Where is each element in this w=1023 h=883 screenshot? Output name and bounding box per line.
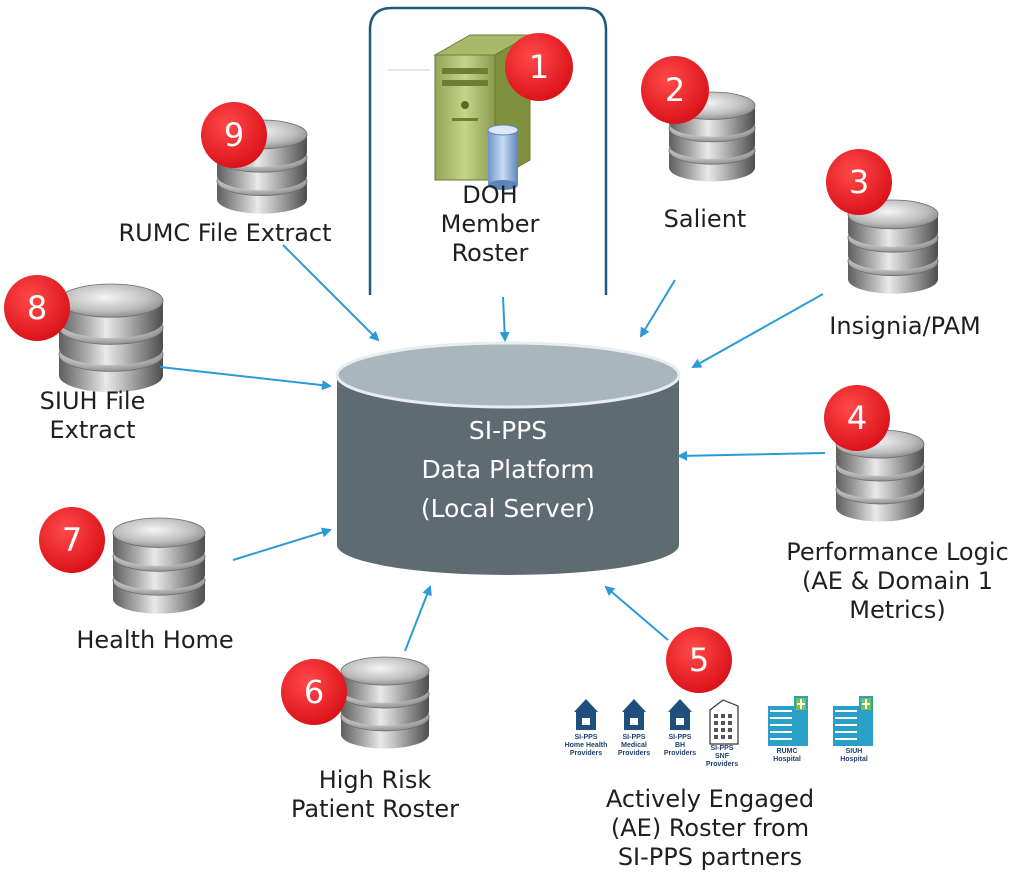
database-insignia-icon <box>847 199 939 294</box>
badge-9 <box>201 102 267 168</box>
arrow-perf-logic <box>677 450 826 461</box>
label-salient: Salient <box>663 205 747 233</box>
badge-7 <box>39 507 105 573</box>
badge-number-8: 8 <box>26 289 48 327</box>
partner-label-home-health: SI-PPS Home Health Providers <box>564 734 608 757</box>
badge-number-3: 3 <box>848 163 870 201</box>
arrow-high-risk <box>404 585 432 652</box>
database-high-risk-icon <box>340 656 430 749</box>
label-actively-engaged: Actively Engaged (AE) Roster from SI-PPS… <box>605 785 815 871</box>
label-siuh-file-extract: SIUH File Extract <box>39 387 146 444</box>
arrow-siuh <box>159 366 332 391</box>
arrow-salient <box>639 279 676 338</box>
arrow-health-home <box>232 527 332 561</box>
house-medical-icon <box>622 699 646 730</box>
partner-label-bh: SI-PPS BH Providers <box>663 734 697 757</box>
partner-label-snf: SI-PPS SNF Providers <box>705 745 739 768</box>
database-health-home-icon <box>112 517 206 614</box>
arrow-doh <box>499 296 510 342</box>
badge-1 <box>505 33 573 101</box>
arrow-insignia <box>691 293 824 368</box>
badge-number-6: 6 <box>303 673 325 711</box>
partner-label-rumc: RUMC Hospital <box>773 748 801 763</box>
doh-frame <box>368 6 608 295</box>
house-bh-icon <box>668 699 692 730</box>
partner-label-siuh: SIUH Hospital <box>840 748 868 763</box>
central-title-line-3: (Local Server) <box>420 494 596 523</box>
building-snf-icon <box>709 699 739 745</box>
badge-number-7: 7 <box>61 521 83 559</box>
central-database <box>335 341 681 575</box>
badge-6 <box>281 659 347 725</box>
arrow-ae-roster <box>604 585 669 641</box>
central-title-line-2: Data Platform <box>421 455 595 484</box>
badge-number-5: 5 <box>688 641 710 679</box>
label-performance-logic: Performance Logic (AE & Domain 1 Metrics… <box>786 538 1009 624</box>
arrow-rumc <box>282 244 380 342</box>
house-home-health-icon <box>574 699 598 730</box>
database-siuh-icon <box>58 283 164 393</box>
badge-number-2: 2 <box>664 71 686 109</box>
central-title-line-1: SI-PPS <box>468 416 548 445</box>
partner-label-medical: SI-PPS Medical Providers <box>617 734 651 757</box>
label-health-home: Health Home <box>76 626 234 654</box>
server-icon <box>433 34 532 190</box>
label-insignia-pam: Insignia/PAM <box>829 312 981 340</box>
label-doh-member-roster: DOH Member Roster <box>440 181 540 267</box>
badge-2 <box>641 56 709 124</box>
label-high-risk: High Risk Patient Roster <box>290 766 460 823</box>
badge-8 <box>4 275 70 341</box>
badge-number-4: 4 <box>846 399 868 437</box>
hospital-siuh-icon <box>833 696 873 746</box>
hospital-rumc-icon <box>768 696 808 746</box>
label-rumc-file-extract: RUMC File Extract <box>118 219 332 247</box>
badge-4 <box>824 385 890 451</box>
badge-number-1: 1 <box>528 48 550 86</box>
badge-number-9: 9 <box>223 116 245 154</box>
badge-3 <box>826 149 892 215</box>
database-perf-logic-icon <box>835 429 925 522</box>
badge-5 <box>666 627 732 693</box>
